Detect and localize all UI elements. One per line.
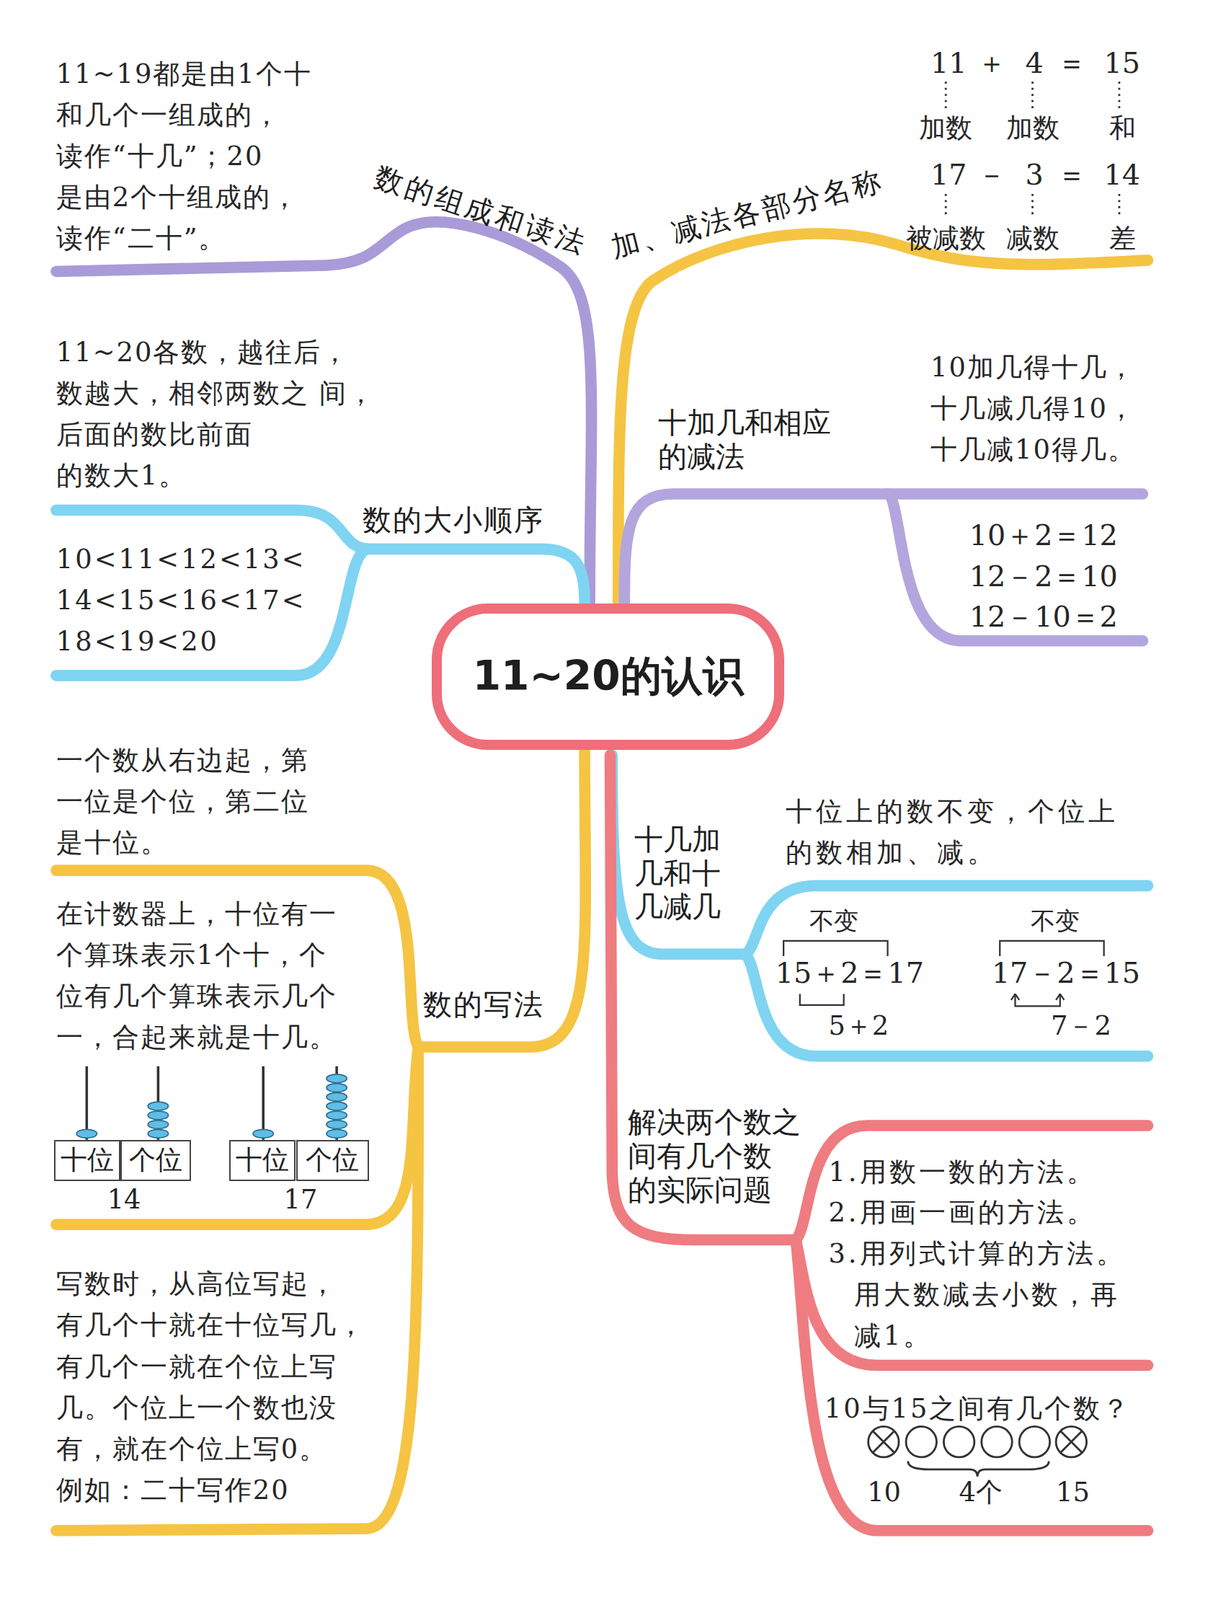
note-text: 十位上的数不变，个位上 的数相加、减。 bbox=[785, 790, 1154, 873]
note-text: 一个数从右边起，第 一位是个位，第二位 是十位。 bbox=[56, 739, 332, 863]
branch-title: 数的写法 bbox=[423, 987, 545, 1023]
note-text: 11 bbox=[930, 46, 967, 81]
place-value-box: 个位 bbox=[120, 1139, 192, 1181]
note-text: 不变 bbox=[1030, 906, 1080, 936]
branch-title: 十加几和相应 的减法 bbox=[658, 405, 842, 474]
note-text: 10<11<12<13< 14<15<16<17< 18<19<20 bbox=[56, 538, 322, 662]
note-text: 1.用数一数的方法。 bbox=[828, 1151, 1096, 1193]
note-text: 17 bbox=[283, 1183, 318, 1216]
note-text: 17－2＝15 bbox=[991, 955, 1141, 991]
branch-title: 解决两个数之 间有几个数 的实际问题 bbox=[627, 1104, 812, 1206]
note-text: 差 bbox=[1109, 222, 1136, 255]
abacus bbox=[76, 1066, 347, 1140]
note-text: 5＋2 bbox=[828, 1009, 889, 1042]
place-label: 个位 bbox=[305, 1142, 359, 1178]
note-text: 15＋2＝17 bbox=[775, 955, 925, 991]
note-text: ＝ bbox=[1057, 46, 1087, 81]
place-label: 十位 bbox=[235, 1142, 290, 1178]
topic-title: 11~20的认识 bbox=[472, 648, 744, 705]
branch-curve bbox=[795, 1125, 1148, 1240]
note-text: 11~19都是由1个十 和几个一组成的， 读作“十几”；20 是由2个十组成的，… bbox=[56, 53, 342, 259]
note-text: 在计数器上，十位有一 个算珠表示1个十，个 位有几个算珠表示几个 一，合起来就是… bbox=[56, 893, 358, 1058]
central-topic: 11~20的认识 bbox=[431, 603, 785, 749]
note-text: 10＋2＝12 bbox=[969, 518, 1118, 553]
note-text: 12－2＝10 bbox=[969, 559, 1118, 594]
note-text: 3 bbox=[1025, 157, 1044, 193]
branch-curve bbox=[56, 510, 368, 550]
branch-curve bbox=[611, 754, 745, 954]
note-text: 不变 bbox=[809, 906, 859, 936]
note-text: － bbox=[977, 157, 1007, 193]
dotted-leaders bbox=[945, 81, 1120, 219]
branch-title: 加、减法各部分名称 bbox=[608, 163, 888, 265]
note-text: 和 bbox=[1109, 112, 1136, 145]
note-text: 写数时，从高位写起， 有几个十就在十位写几， 有几个一就在个位上写 几。个位上一… bbox=[56, 1262, 383, 1510]
note-text: 10加几得十几， 十几减几得10， 十几减10得几。 bbox=[930, 346, 1166, 470]
branch-curve bbox=[56, 1046, 419, 1224]
note-text: 减数 bbox=[1006, 222, 1060, 255]
note-text: 3.用列式计算的方法。 用大数减去小数，再 减1。 bbox=[828, 1232, 1191, 1356]
note-text: 加数 bbox=[918, 112, 973, 145]
note-text: 4个 bbox=[959, 1476, 1003, 1508]
note-text: 15 bbox=[1104, 46, 1141, 81]
note-text: 10 bbox=[867, 1476, 901, 1508]
branch-curve bbox=[367, 548, 586, 602]
note-text: 14 bbox=[1104, 157, 1141, 193]
note-text: 14 bbox=[107, 1183, 142, 1216]
note-text: 12－10＝2 bbox=[969, 599, 1118, 635]
place-label: 十位 bbox=[60, 1142, 114, 1178]
note-text: 17 bbox=[930, 157, 967, 193]
branch-curve bbox=[744, 885, 1148, 954]
place-value-box: 个位 bbox=[296, 1139, 370, 1181]
branch-curve bbox=[418, 749, 586, 1047]
note-text: ＋ bbox=[977, 46, 1007, 81]
note-text: 2.用画一画的方法。 bbox=[828, 1191, 1096, 1233]
note-text: 7－2 bbox=[1050, 1009, 1112, 1042]
note-text: 10与15之间有几个数？ bbox=[824, 1387, 1132, 1429]
branch-title: 数的大小顺序 bbox=[362, 503, 545, 538]
note-text: 加数 bbox=[1006, 112, 1060, 145]
branch-curve bbox=[56, 1046, 419, 1531]
branch-curve bbox=[887, 493, 1144, 641]
note-text: 15 bbox=[1055, 1476, 1090, 1508]
place-label: 个位 bbox=[129, 1142, 183, 1178]
count-circles bbox=[868, 1425, 1087, 1476]
branch-curve bbox=[624, 493, 1143, 602]
note-text: 11~20各数，越往后， 数越大，相邻两数之 间，后面的数比前面 的数大1。 bbox=[56, 331, 378, 496]
branch-curve bbox=[744, 953, 1148, 1056]
note-text: 被减数 bbox=[906, 222, 987, 255]
note-text: ＝ bbox=[1057, 157, 1087, 193]
place-value-box: 十位 bbox=[229, 1139, 296, 1181]
branch-title: 十几加 几和十 几减几 bbox=[634, 822, 737, 924]
branch-title: 数的组成和读法 bbox=[370, 160, 593, 261]
note-text: 4 bbox=[1025, 46, 1044, 81]
place-value-box: 十位 bbox=[54, 1139, 121, 1181]
